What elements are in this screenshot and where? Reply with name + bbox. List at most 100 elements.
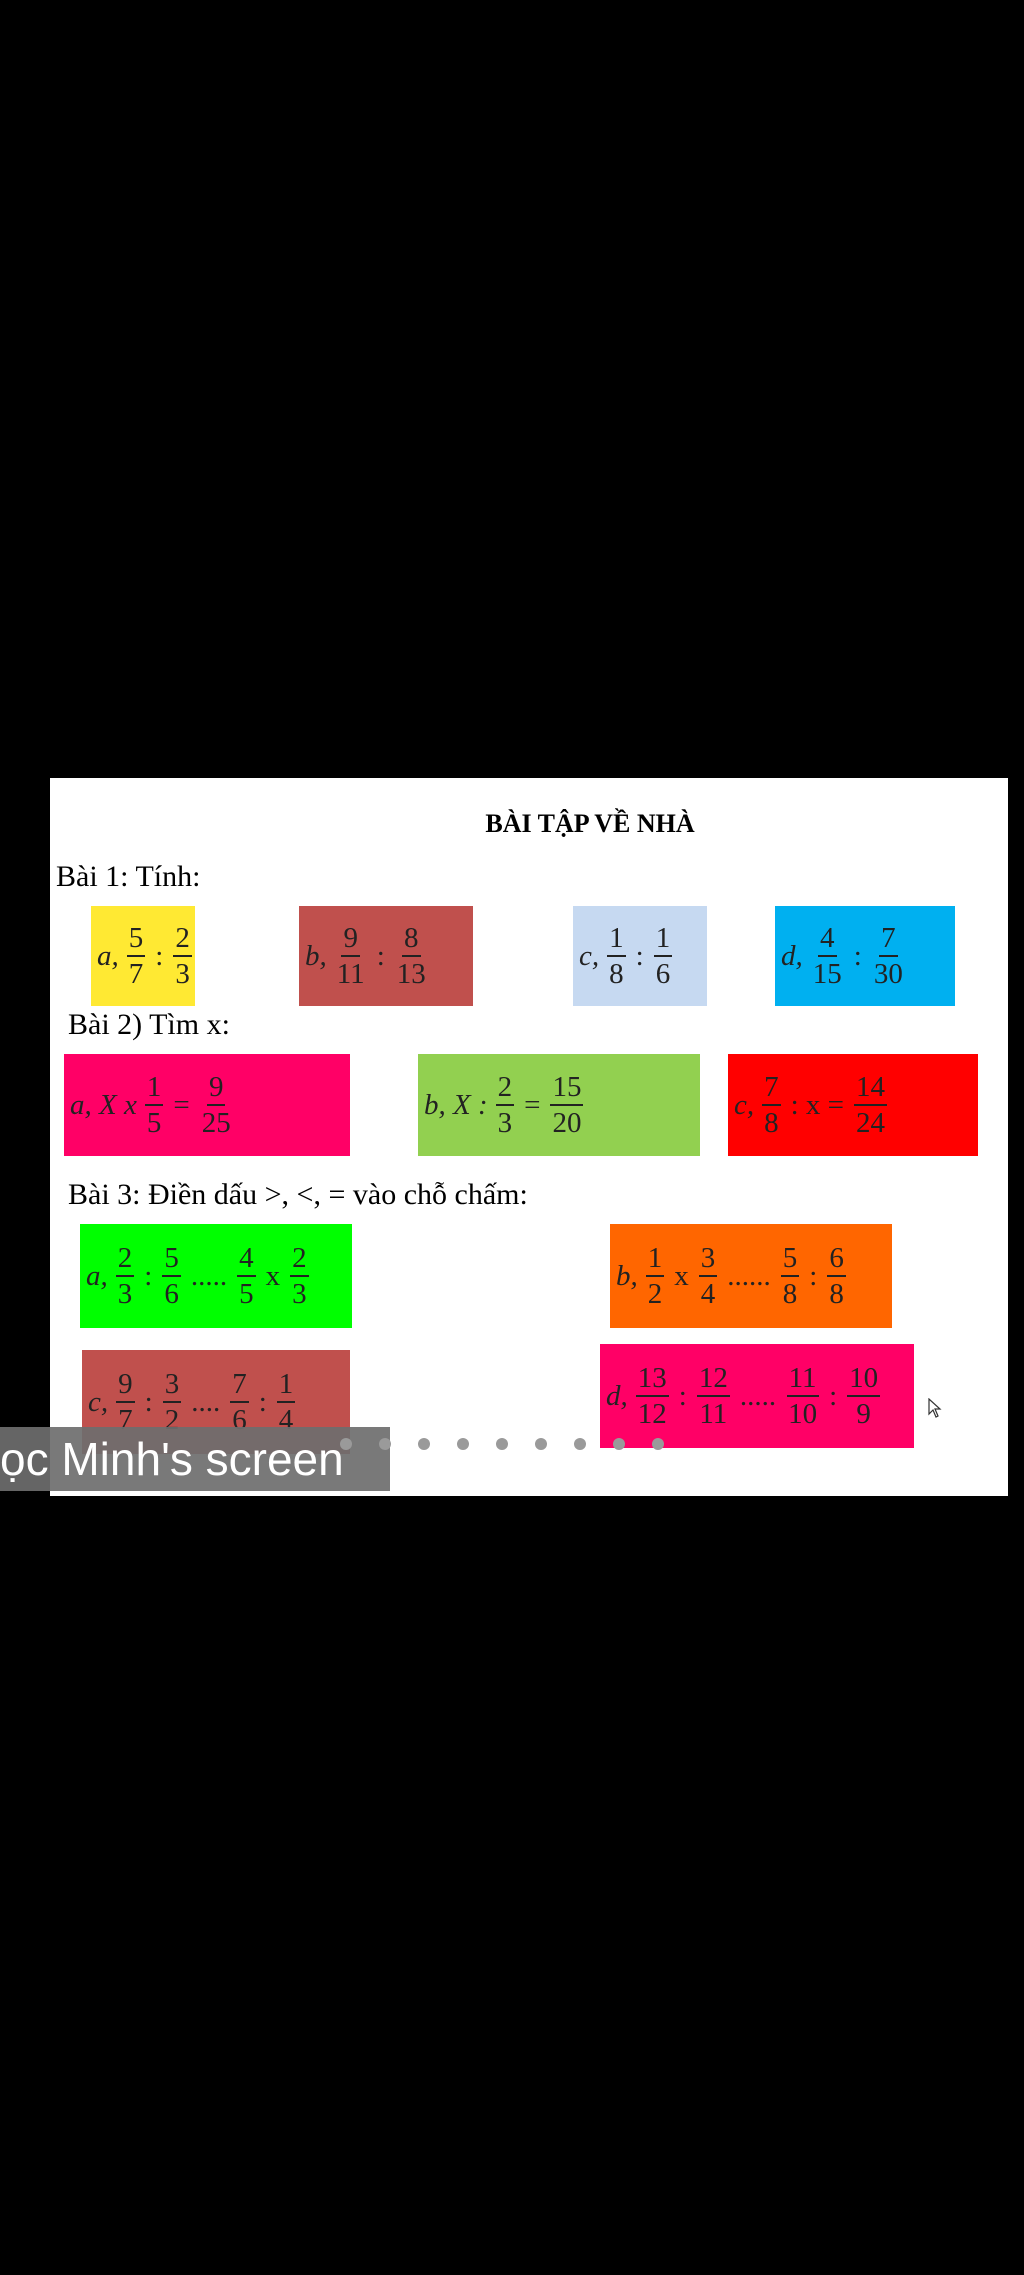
denominator: 3 <box>497 1107 513 1139</box>
page-dot[interactable] <box>535 1438 547 1450</box>
numerator: 7 <box>762 1071 781 1106</box>
denominator: 6 <box>164 1278 179 1310</box>
page-dot[interactable] <box>652 1438 664 1450</box>
mouse-cursor-icon <box>928 1398 942 1418</box>
numerator: 9 <box>341 922 360 957</box>
page-dot[interactable] <box>457 1438 469 1450</box>
numerator: 7 <box>230 1368 249 1403</box>
page-dot[interactable] <box>379 1438 391 1450</box>
numerator: 5 <box>162 1242 181 1277</box>
item-label: b, X : <box>424 1088 488 1121</box>
denominator: 9 <box>856 1398 871 1430</box>
numerator: 11 <box>786 1362 819 1397</box>
numerator: 2 <box>115 1242 135 1277</box>
item-label: b, <box>616 1259 638 1292</box>
denominator: 5 <box>239 1278 254 1310</box>
denominator: 30 <box>873 958 903 990</box>
operator: = <box>173 1088 190 1121</box>
bai2-heading: Bài 2) Tìm x: <box>68 1008 230 1041</box>
denominator: 11 <box>699 1398 728 1430</box>
item-label: a, X x <box>70 1088 137 1121</box>
denominator: 10 <box>788 1398 818 1430</box>
numerator: 4 <box>818 922 837 957</box>
operator: x <box>674 1259 689 1292</box>
item-label: c, <box>579 939 600 972</box>
numerator: 9 <box>206 1071 226 1106</box>
operator: : <box>853 939 862 972</box>
numerator: 9 <box>116 1368 135 1403</box>
denominator: 25 <box>201 1107 231 1139</box>
operator: = <box>524 1088 541 1121</box>
denominator: 8 <box>609 958 624 990</box>
item-label: c, <box>88 1385 109 1418</box>
page-dot[interactable] <box>496 1438 508 1450</box>
operator: : <box>829 1379 838 1412</box>
page-indicator-dots[interactable] <box>340 1438 664 1450</box>
page-dot[interactable] <box>574 1438 586 1450</box>
denominator: 15 <box>812 958 842 990</box>
operator: ..... <box>190 1259 228 1292</box>
page-dot[interactable] <box>340 1438 352 1450</box>
numerator: 5 <box>780 1242 800 1277</box>
denominator: 24 <box>856 1107 886 1139</box>
denominator: 4 <box>700 1278 716 1310</box>
page-dot[interactable] <box>613 1438 625 1450</box>
operator: ..... <box>739 1379 777 1412</box>
denominator: 3 <box>292 1278 307 1310</box>
screen-share-label: ọc Minh's screen <box>0 1433 344 1485</box>
denominator: 7 <box>128 958 144 990</box>
numerator: 10 <box>847 1362 881 1397</box>
numerator: 7 <box>879 922 898 957</box>
item-label: b, <box>305 939 327 972</box>
denominator: 13 <box>396 958 426 990</box>
bai3-heading: Bài 3: Điền dấu >, <, = vào chỗ chấm: <box>68 1178 528 1211</box>
numerator: 3 <box>698 1242 718 1277</box>
denominator: 3 <box>175 958 190 990</box>
numerator: 1 <box>607 922 626 957</box>
numerator: 1 <box>645 1242 665 1277</box>
bai1-heading: Bài 1: Tính: <box>56 860 201 893</box>
page-dot[interactable] <box>418 1438 430 1450</box>
denominator: 2 <box>647 1278 663 1310</box>
denominator: 6 <box>655 958 671 990</box>
operator: : <box>635 939 644 972</box>
operator: : <box>258 1385 267 1418</box>
denominator: 5 <box>146 1107 162 1139</box>
operator: ...... <box>727 1259 771 1292</box>
numerator: 15 <box>550 1071 584 1106</box>
operator: : <box>376 939 385 972</box>
